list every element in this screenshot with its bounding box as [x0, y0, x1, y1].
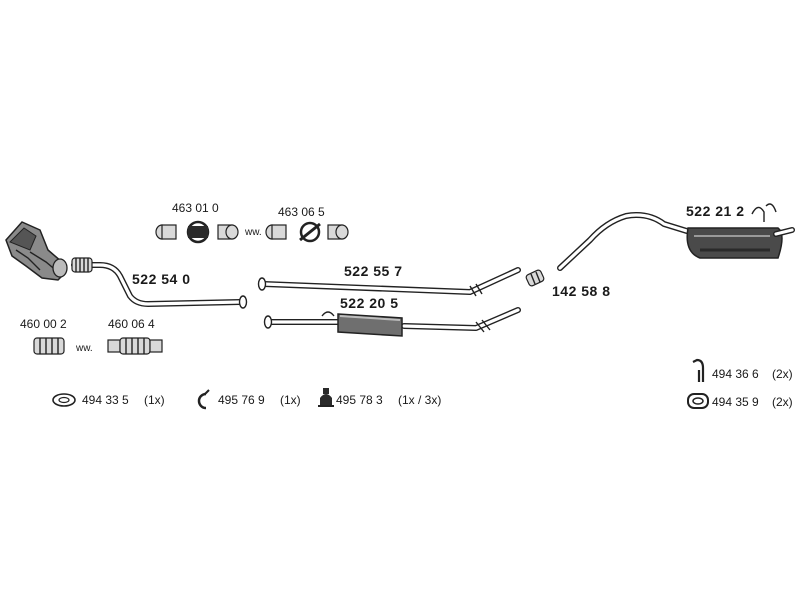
hardware-qty-494366: (2x): [772, 367, 793, 381]
clamp-set-463010-drawing: [155, 220, 239, 244]
hardware-qty-494359: (2x): [772, 395, 793, 409]
part-label-463065: 463 06 5: [278, 205, 325, 219]
rubber-mount-icon: [318, 388, 334, 407]
intermediate-pipe-drawing: [257, 267, 521, 297]
part-label-463010: 463 01 0: [172, 201, 219, 215]
rubber-ring-icon: [687, 393, 709, 409]
exhaust-manifold-drawing: [5, 221, 68, 281]
gasket-icon: [52, 393, 76, 407]
part-label-142588: 142 58 8: [552, 283, 611, 299]
middle-silencer-drawing: [263, 307, 521, 337]
part-label-522540: 522 54 0: [132, 271, 191, 287]
hardware-label-494366: 494 36 6: [712, 367, 759, 381]
hanger-hook-icon: [692, 358, 705, 382]
hardware-label-495769: 495 76 9: [218, 393, 265, 407]
alternative-marker-1: ww.: [245, 227, 262, 238]
part-label-522212: 522 21 2: [686, 203, 745, 219]
part-label-522205: 522 20 5: [340, 295, 399, 311]
hardware-qty-495783: (1x / 3x): [398, 393, 442, 407]
clamp-set-463065-drawing: [265, 221, 349, 243]
front-pipe-drawing: [71, 257, 248, 309]
hardware-label-494359: 494 35 9: [712, 395, 759, 409]
part-label-522557: 522 55 7: [344, 263, 403, 279]
hardware-label-494335: 494 33 5: [82, 393, 129, 407]
part-label-460002: 460 00 2: [20, 317, 67, 331]
rear-silencer-drawing: [557, 203, 795, 271]
hardware-label-495783: 495 78 3: [336, 393, 383, 407]
part-label-460064: 460 06 4: [108, 317, 155, 331]
flex-tube-460064-drawing: [107, 337, 163, 355]
alternative-marker-2: ww.: [76, 343, 93, 354]
connector-sleeve-drawing: [525, 269, 545, 287]
hardware-qty-494335: (1x): [144, 393, 165, 407]
clamp-ring-icon: [197, 389, 210, 410]
flex-tube-460002-drawing: [33, 337, 65, 355]
hardware-qty-495769: (1x): [280, 393, 301, 407]
